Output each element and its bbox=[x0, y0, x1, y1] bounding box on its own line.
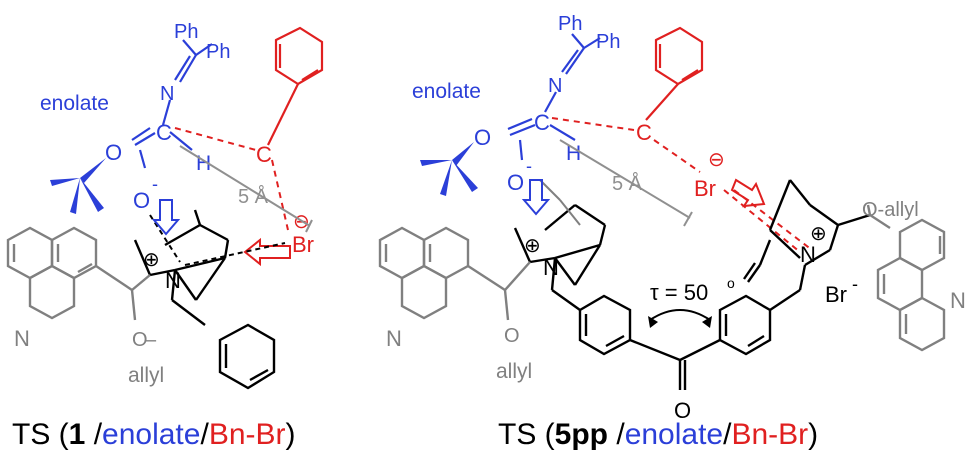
right-quinoline-n2-label: N bbox=[950, 288, 966, 313]
left-ion-pair-contacts bbox=[149, 214, 286, 266]
left-benzylic-c-label: C bbox=[256, 142, 272, 167]
left-distance-label: 5 Å bbox=[238, 185, 269, 208]
left-benzyl-ring bbox=[267, 26, 324, 146]
left-carbanion-c-label: C bbox=[156, 120, 172, 145]
left-oallyl-o-label: O bbox=[132, 329, 148, 351]
right-ammonium-n2-charge: ⊕ bbox=[810, 223, 827, 245]
left-oxide-arrow bbox=[151, 199, 181, 236]
right-quinuclidine-2 bbox=[743, 179, 871, 291]
left-caption-prefix: TS ( bbox=[12, 418, 69, 451]
right-imine-bonds bbox=[507, 33, 601, 161]
right-torsion-arrowhead-left bbox=[648, 316, 658, 328]
left-allyl-label: allyl bbox=[128, 364, 164, 387]
left-enolate-label: enolate bbox=[40, 92, 109, 115]
left-caption-enolate: enolate bbox=[102, 418, 201, 451]
right-benzyl-ring bbox=[645, 26, 704, 121]
left-caption-compound: 1 bbox=[68, 418, 86, 451]
left-caption-sep1: / bbox=[85, 418, 103, 451]
right-oxide-o-label: O bbox=[507, 170, 524, 195]
right-caption-suffix: ) bbox=[808, 418, 819, 451]
right-ph2-label: Ph bbox=[596, 31, 620, 53]
left-bromide-arrow bbox=[243, 237, 291, 267]
left-quinuclidine bbox=[133, 209, 230, 326]
left-ph2-label: Ph bbox=[206, 41, 230, 63]
right-enolate-o-label: O bbox=[474, 125, 491, 150]
right-oxide-charge: - bbox=[526, 156, 532, 176]
right-oallyl-o-label: O bbox=[504, 325, 520, 347]
right-caption: TS (5pp /enolate/Bn-Br) bbox=[498, 418, 818, 452]
left-forming-bond bbox=[174, 127, 289, 231]
right-oxide-arrow bbox=[521, 179, 551, 216]
right-tbu-group bbox=[420, 142, 478, 196]
right-ammonium-n2-label: N bbox=[800, 242, 816, 267]
left-bromide-charge: ⊖ bbox=[293, 211, 310, 233]
right-quinoline-1 bbox=[378, 226, 531, 321]
left-structure: Ph Ph N enolate O C H O - C Br ⊖ bbox=[6, 21, 324, 390]
left-oxide-charge: - bbox=[152, 174, 158, 194]
right-quinoline-2 bbox=[866, 204, 946, 352]
left-distance-marker bbox=[179, 145, 313, 233]
right-structure: Ph Ph N enolate O C H O - C Br ⊖ bbox=[378, 13, 966, 423]
left-caption-sep2: / bbox=[200, 418, 209, 451]
right-bromide-label: Br bbox=[694, 176, 716, 201]
right-distance-label: 5 Å bbox=[612, 172, 643, 195]
right-ammonium-n1-label: N bbox=[543, 255, 559, 280]
right-ketone-o-label: O bbox=[674, 398, 691, 423]
right-caption-sep1: / bbox=[608, 418, 625, 451]
right-catalyst-shadow bbox=[539, 179, 581, 226]
right-ph1-label: Ph bbox=[558, 13, 582, 35]
left-enolate-o-label: O bbox=[105, 140, 122, 165]
left-oallyl-dash: – bbox=[145, 329, 157, 351]
left-ammonium-charge: ⊕ bbox=[143, 249, 160, 271]
left-bromide-label: Br bbox=[292, 232, 314, 257]
right-benzophenone bbox=[578, 289, 801, 390]
right-caption-bnbr: Bn-Br bbox=[731, 418, 809, 451]
right-counter-bromide-charge: - bbox=[852, 274, 858, 294]
right-caption-sep2: / bbox=[723, 418, 732, 451]
left-imine-bonds bbox=[131, 39, 213, 169]
right-quinoline-n1-label: N bbox=[386, 326, 402, 351]
right-quinuclidine-1 bbox=[513, 204, 607, 311]
right-bromide-arrow bbox=[730, 178, 766, 208]
left-imine-n-label: N bbox=[160, 83, 174, 105]
right-tau-degree: o bbox=[727, 275, 735, 291]
left-quinoline-n-label: N bbox=[14, 326, 30, 351]
right-distance-marker bbox=[559, 139, 693, 227]
left-n-benzyl bbox=[218, 323, 276, 390]
right-carbanion-c-label: C bbox=[534, 110, 550, 135]
left-ph1-label: Ph bbox=[174, 21, 198, 43]
right-torsion-arrowhead-right bbox=[702, 316, 712, 328]
right-counter-bromide-label: Br bbox=[825, 282, 847, 307]
right-imine-n-label: N bbox=[548, 75, 562, 97]
right-caption-enolate: enolate bbox=[624, 418, 724, 451]
left-caption: TS (1 /enolate/Bn-Br) bbox=[12, 418, 296, 452]
right-h-label: H bbox=[566, 142, 581, 165]
right-torsion-arc bbox=[649, 309, 711, 321]
right-ammonium-n1-charge: ⊕ bbox=[524, 235, 541, 257]
left-tbu-group bbox=[50, 158, 106, 214]
right-enolate-label: enolate bbox=[412, 80, 481, 103]
left-caption-bnbr: Bn-Br bbox=[208, 418, 286, 451]
right-caption-prefix: TS ( bbox=[498, 418, 555, 451]
left-quinoline bbox=[6, 226, 151, 321]
left-oxide-o-label: O bbox=[133, 188, 150, 213]
right-caption-compound: 5pp bbox=[554, 418, 609, 451]
left-caption-suffix: ) bbox=[285, 418, 296, 451]
right-bromide-charge: ⊖ bbox=[708, 149, 725, 171]
left-ammonium-n-label: N bbox=[165, 268, 181, 293]
right-tau-label: τ = 50 bbox=[650, 280, 708, 305]
right-oallyl-top-label: O-allyl bbox=[862, 199, 919, 221]
right-allyl-label: allyl bbox=[496, 360, 532, 383]
right-benzylic-c-label: C bbox=[636, 120, 652, 145]
